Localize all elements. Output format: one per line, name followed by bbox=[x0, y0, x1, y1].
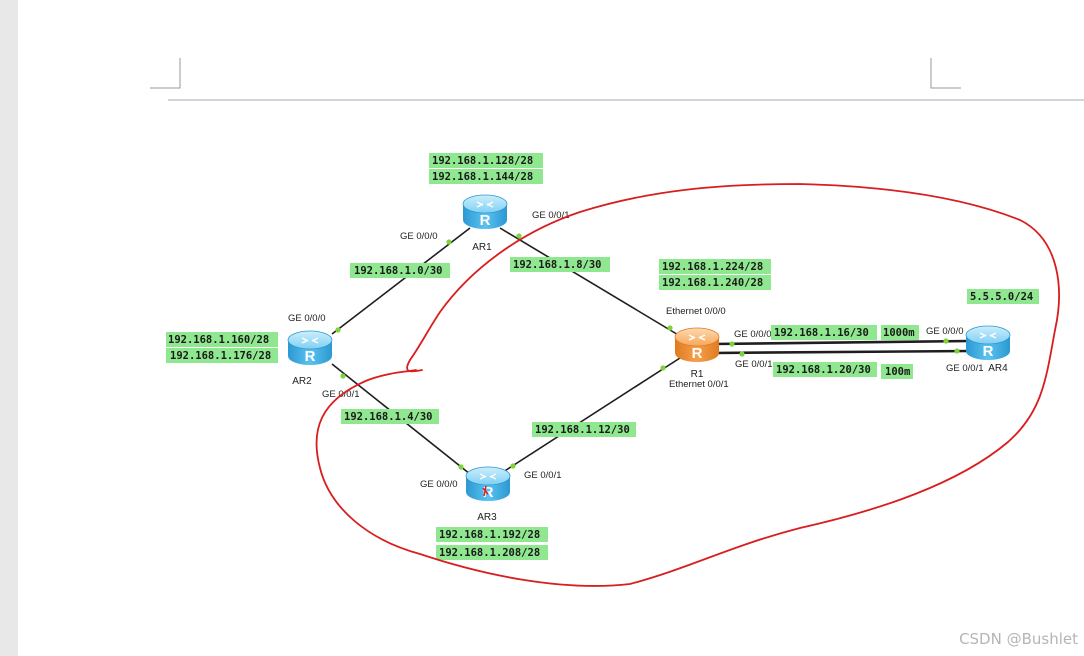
router-r1[interactable]: R bbox=[674, 327, 720, 362]
router-ar2[interactable]: R bbox=[287, 330, 333, 365]
port-label-ar1-g1: GE 0/0/1 bbox=[532, 210, 570, 221]
label-bg bbox=[429, 153, 543, 168]
bandwidth-label-b: 100m bbox=[885, 366, 910, 378]
net-label-link-ar1-r1: 192.168.1.8/30 bbox=[513, 259, 602, 271]
net-label-link-ar3-r1: 192.168.1.12/30 bbox=[535, 424, 630, 436]
net-label-ar1-lan1: 192.168.1.128/28 bbox=[432, 155, 533, 167]
net-label-ar3-lan2: 192.168.1.208/28 bbox=[439, 547, 540, 559]
label-bg bbox=[436, 545, 548, 560]
net-label-ar4-lan: 5.5.5.0/24 bbox=[970, 291, 1033, 303]
net-label-ar2-lan1: 192.168.1.160/28 bbox=[168, 334, 269, 346]
port-label-ar3-g1: GE 0/0/1 bbox=[524, 470, 562, 481]
label-bg bbox=[659, 259, 771, 274]
device-name-ar3: AR3 bbox=[477, 512, 497, 523]
page-corner-marks bbox=[150, 58, 961, 89]
net-label-r1-lan1: 192.168.1.224/28 bbox=[662, 261, 763, 273]
port-label-ar2-g0: GE 0/0/0 bbox=[288, 313, 326, 324]
label-bg bbox=[773, 362, 877, 377]
net-label-r1-lan2: 192.168.1.240/28 bbox=[662, 277, 763, 289]
link-r1-ar4-b bbox=[711, 349, 971, 355]
net-label-link-r1-ar4-b: 192.168.1.20/30 bbox=[776, 364, 871, 376]
network-labels: 192.168.1.128/28 192.168.1.144/28 192.16… bbox=[166, 153, 1039, 560]
net-label-ar1-lan2: 192.168.1.144/28 bbox=[432, 171, 533, 183]
port-label-ar1-g0: GE 0/0/0 bbox=[400, 231, 438, 242]
router-glyph: R bbox=[305, 348, 316, 365]
port-label-ar3-g0: GE 0/0/0 bbox=[420, 479, 458, 490]
port-label-r1-g0: GE 0/0/0 bbox=[734, 329, 772, 340]
port-label-ar4-g0: GE 0/0/0 bbox=[926, 326, 964, 337]
bandwidth-label-a: 1000m bbox=[883, 327, 915, 339]
label-bg bbox=[532, 422, 636, 437]
annotation-freehand-circle bbox=[315, 183, 1060, 587]
port-dots bbox=[335, 233, 960, 470]
label-bg bbox=[771, 325, 877, 340]
router-glyph: R bbox=[983, 343, 994, 360]
port-label-r1-e1: Ethernet 0/0/1 bbox=[669, 379, 729, 390]
label-bg bbox=[881, 325, 919, 340]
port-label-r1-g1: GE 0/0/1 bbox=[735, 359, 773, 370]
link-ar2-ar1 bbox=[331, 227, 471, 335]
link-ar3-r1 bbox=[499, 357, 681, 475]
device-name-ar2: AR2 bbox=[292, 376, 312, 387]
link-r1-ar4-a bbox=[711, 339, 971, 346]
router-glyph: R bbox=[483, 484, 494, 501]
label-bg bbox=[967, 289, 1039, 304]
link-ar1-r1 bbox=[499, 227, 681, 337]
label-bg bbox=[166, 332, 278, 347]
net-label-link-r1-ar4-a: 192.168.1.16/30 bbox=[774, 327, 869, 339]
label-bg bbox=[350, 263, 450, 278]
label-bg bbox=[659, 275, 771, 290]
router-ar4[interactable]: R bbox=[965, 325, 1011, 360]
watermark: CSDN @Bushlet bbox=[959, 630, 1078, 648]
device-name-ar1: AR1 bbox=[472, 242, 492, 253]
annotation-mark bbox=[482, 485, 489, 497]
net-label-ar2-lan2: 192.168.1.176/28 bbox=[170, 350, 271, 362]
device-name-r1: R1 bbox=[691, 369, 704, 380]
label-bg bbox=[436, 527, 548, 542]
router-glyph: R bbox=[692, 345, 703, 362]
router-ar3[interactable]: R bbox=[465, 466, 511, 501]
router-ar1[interactable]: R bbox=[462, 194, 508, 229]
net-label-link-ar2-ar1: 192.168.1.0/30 bbox=[354, 265, 443, 277]
device-name-ar4: AR4 bbox=[988, 363, 1008, 374]
label-bg bbox=[429, 169, 543, 184]
links bbox=[331, 227, 971, 475]
net-label-ar3-lan1: 192.168.1.192/28 bbox=[439, 529, 540, 541]
label-bg bbox=[881, 364, 913, 379]
label-bg bbox=[510, 257, 610, 272]
label-bg bbox=[341, 409, 439, 424]
port-label-r1-e0: Ethernet 0/0/0 bbox=[666, 306, 726, 317]
port-label-ar4-g1: GE 0/0/1 bbox=[946, 363, 984, 374]
router-glyph: R bbox=[480, 212, 491, 229]
net-label-link-ar2-ar3: 192.168.1.4/30 bbox=[344, 411, 433, 423]
label-bg bbox=[166, 348, 278, 363]
